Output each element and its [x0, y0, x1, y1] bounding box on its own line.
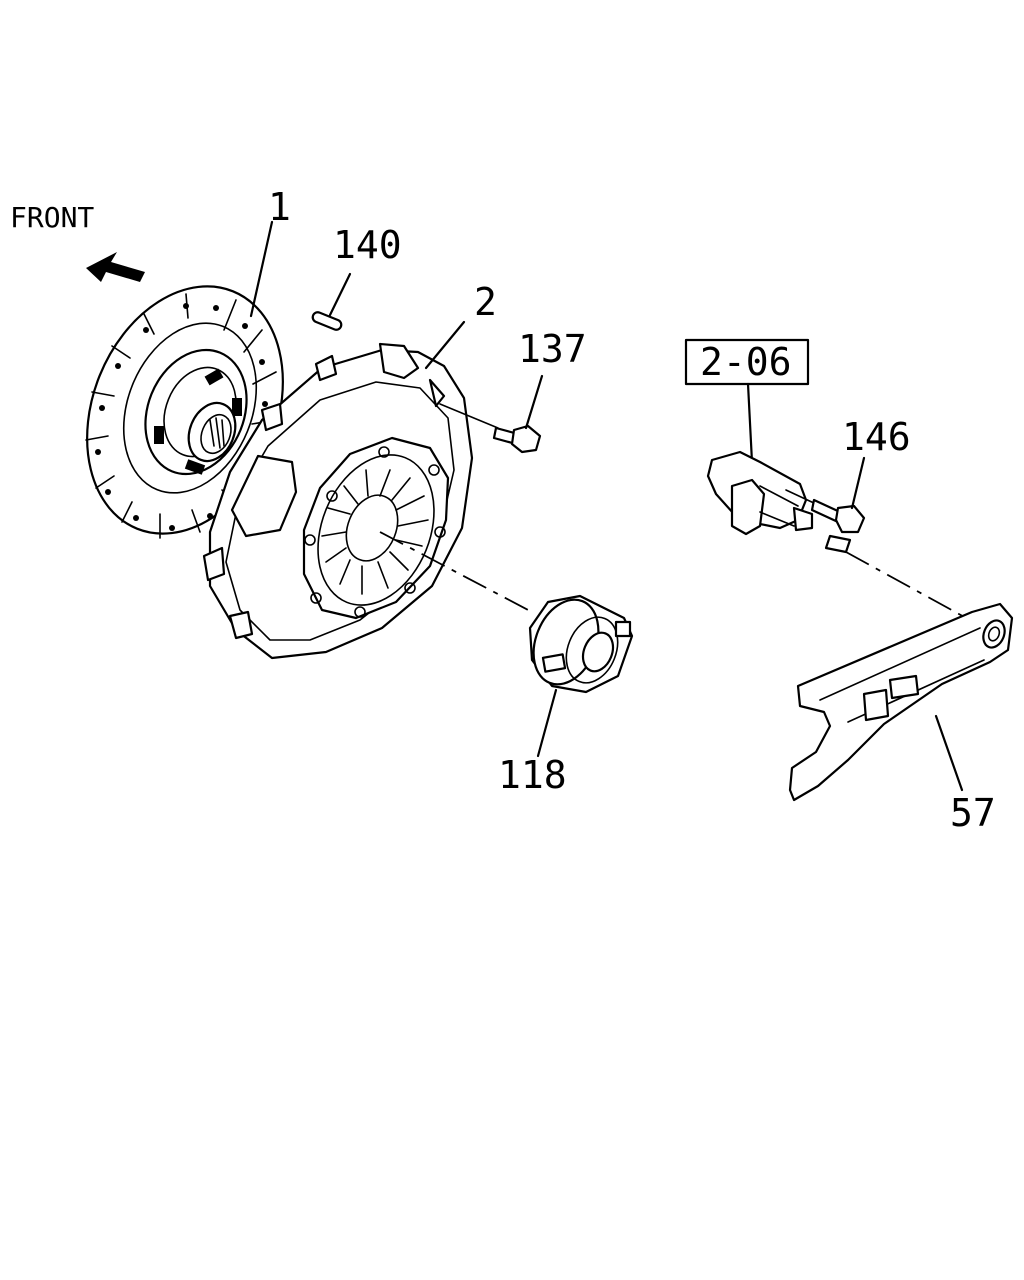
- leader-disc: [249, 220, 274, 318]
- slave-cylinder: [706, 450, 852, 554]
- callout-release-bearing: 118: [498, 753, 567, 797]
- leader-cover-bolt: [524, 374, 544, 430]
- release-bearing: [528, 594, 634, 694]
- bolt-axis-line: [439, 403, 499, 429]
- callout-cover-bolt: 137: [518, 327, 587, 371]
- leader-dowel-pin: [328, 272, 352, 317]
- leader-cylinder-bolt: [850, 456, 866, 510]
- callout-disc: 1: [268, 185, 291, 229]
- leader-release-fork: [934, 714, 964, 792]
- leader-cover: [424, 320, 466, 370]
- cylinder-bolt: [810, 498, 866, 534]
- leader-release-bearing: [536, 688, 558, 758]
- front-arrow-icon: [86, 252, 145, 282]
- leader-cylinder-ref: [746, 382, 754, 464]
- release-fork: [788, 602, 1014, 802]
- callout-cover: 2: [474, 280, 497, 324]
- dowel-pin: [311, 311, 343, 331]
- clutch-cover: [202, 342, 474, 660]
- cover-bolt: [492, 424, 542, 454]
- callout-release-fork: 57: [950, 791, 996, 835]
- callout-dowel-pin: 140: [333, 223, 402, 267]
- centerline-cover-bearing: [379, 531, 533, 613]
- cylinder-bolt-axis: [785, 489, 817, 505]
- clutch-disc: [85, 285, 284, 539]
- callout-cylinder-ref: 2-06: [700, 340, 792, 384]
- front-label: FRONT: [10, 201, 94, 234]
- callout-cylinder-bolt: 146: [842, 415, 911, 459]
- centerline-cylinder-fork: [845, 551, 989, 631]
